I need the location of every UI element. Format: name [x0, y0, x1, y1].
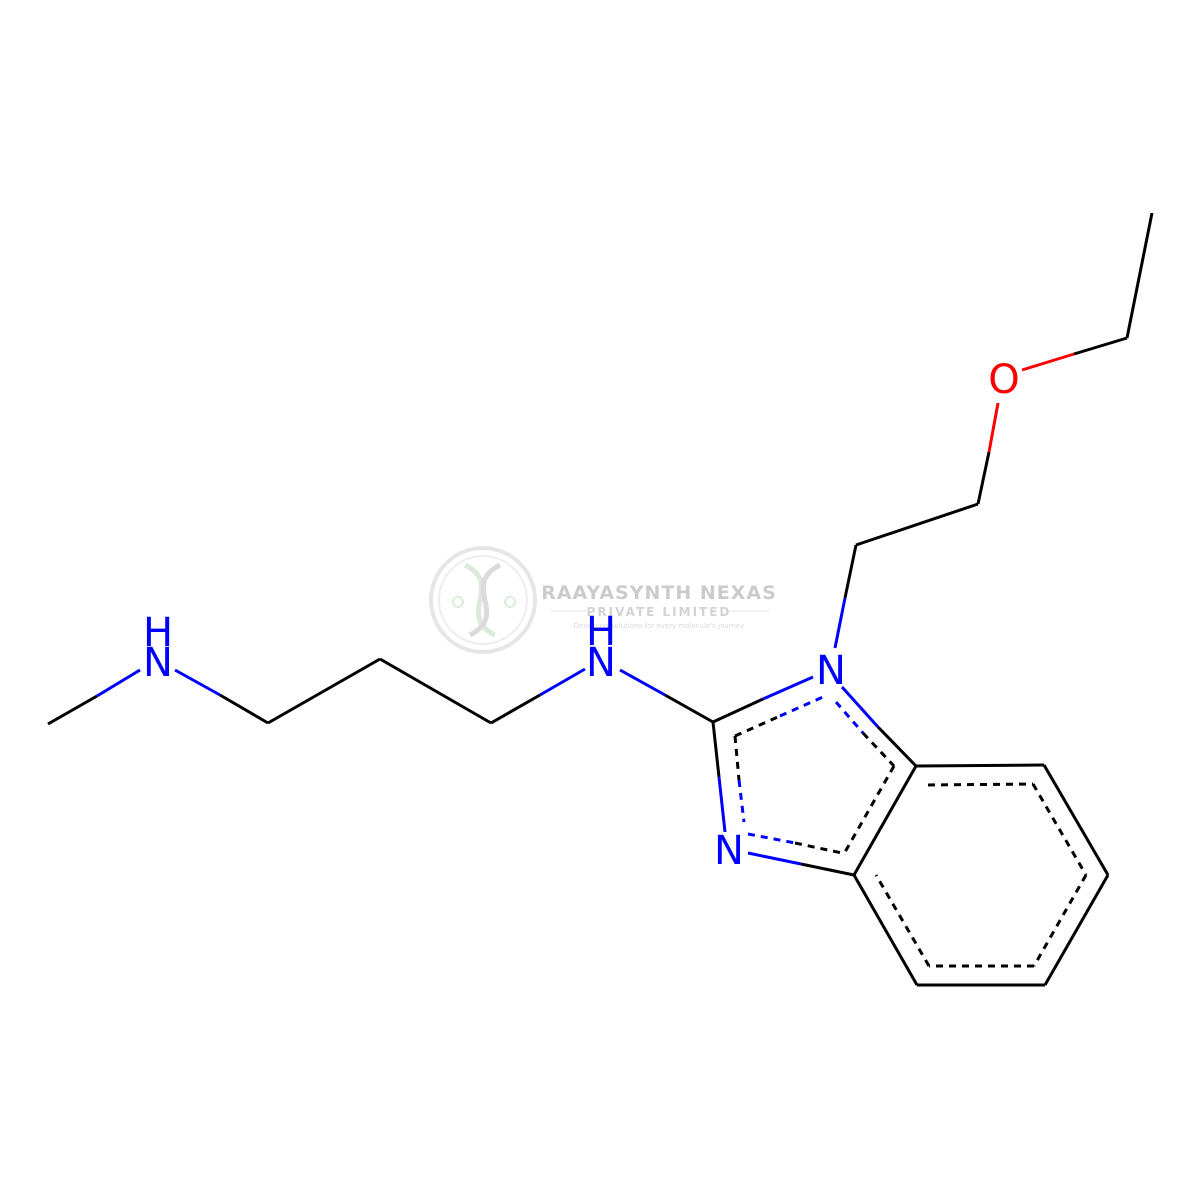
bond-c2-n3: [711, 721, 727, 833]
bond-o-ch2: [1021, 336, 1128, 372]
bond-ch2-ch3: [1125, 212, 1154, 339]
bond-n3-c3a: [747, 851, 855, 877]
atom-label-oxygen: O: [988, 357, 1019, 403]
bond-nh-c2ring: [619, 668, 714, 724]
watermark-title: RAAYASYNTH NEXAS: [541, 582, 777, 604]
bond-n1-ch2: [833, 544, 858, 649]
dna-helix-logo-icon: [429, 546, 537, 654]
watermark: RAAYASYNTH NEXAS PRIVATE LIMITED Designi…: [429, 546, 777, 654]
aromatic-dash-imidazole: [733, 695, 896, 855]
atom-label-nh-mid-h: H: [586, 609, 616, 655]
watermark-tagline: Designing solutions for every molecule's…: [574, 622, 745, 630]
atom-label-n-ring-bottom: N: [714, 828, 744, 874]
bond-c2-n1: [712, 675, 814, 724]
atom-label-n-ring-top: N: [816, 648, 846, 694]
bond-c7a-c3a: [852, 765, 918, 876]
bond-c1-c2: [267, 657, 381, 725]
atom-label-nh-mid-n: N: [586, 640, 616, 686]
bond-methyl-n: [47, 668, 141, 726]
aromatic-dash-benzene: [874, 782, 1088, 968]
watermark-subtitle: PRIVATE LIMITED: [587, 605, 732, 619]
benzene-ring: [852, 763, 1110, 987]
bond-ch2-o: [976, 402, 1000, 505]
bond-n-c1: [174, 668, 269, 725]
bond-ch2-ch2: [855, 502, 979, 547]
atom-label-nh-left-n: N: [143, 640, 173, 686]
atom-label-nh-left-h: H: [143, 610, 173, 656]
bond-c2-c3: [379, 657, 492, 725]
bond-c3-nh: [490, 667, 586, 725]
bond-n1-c7a: [840, 685, 918, 768]
